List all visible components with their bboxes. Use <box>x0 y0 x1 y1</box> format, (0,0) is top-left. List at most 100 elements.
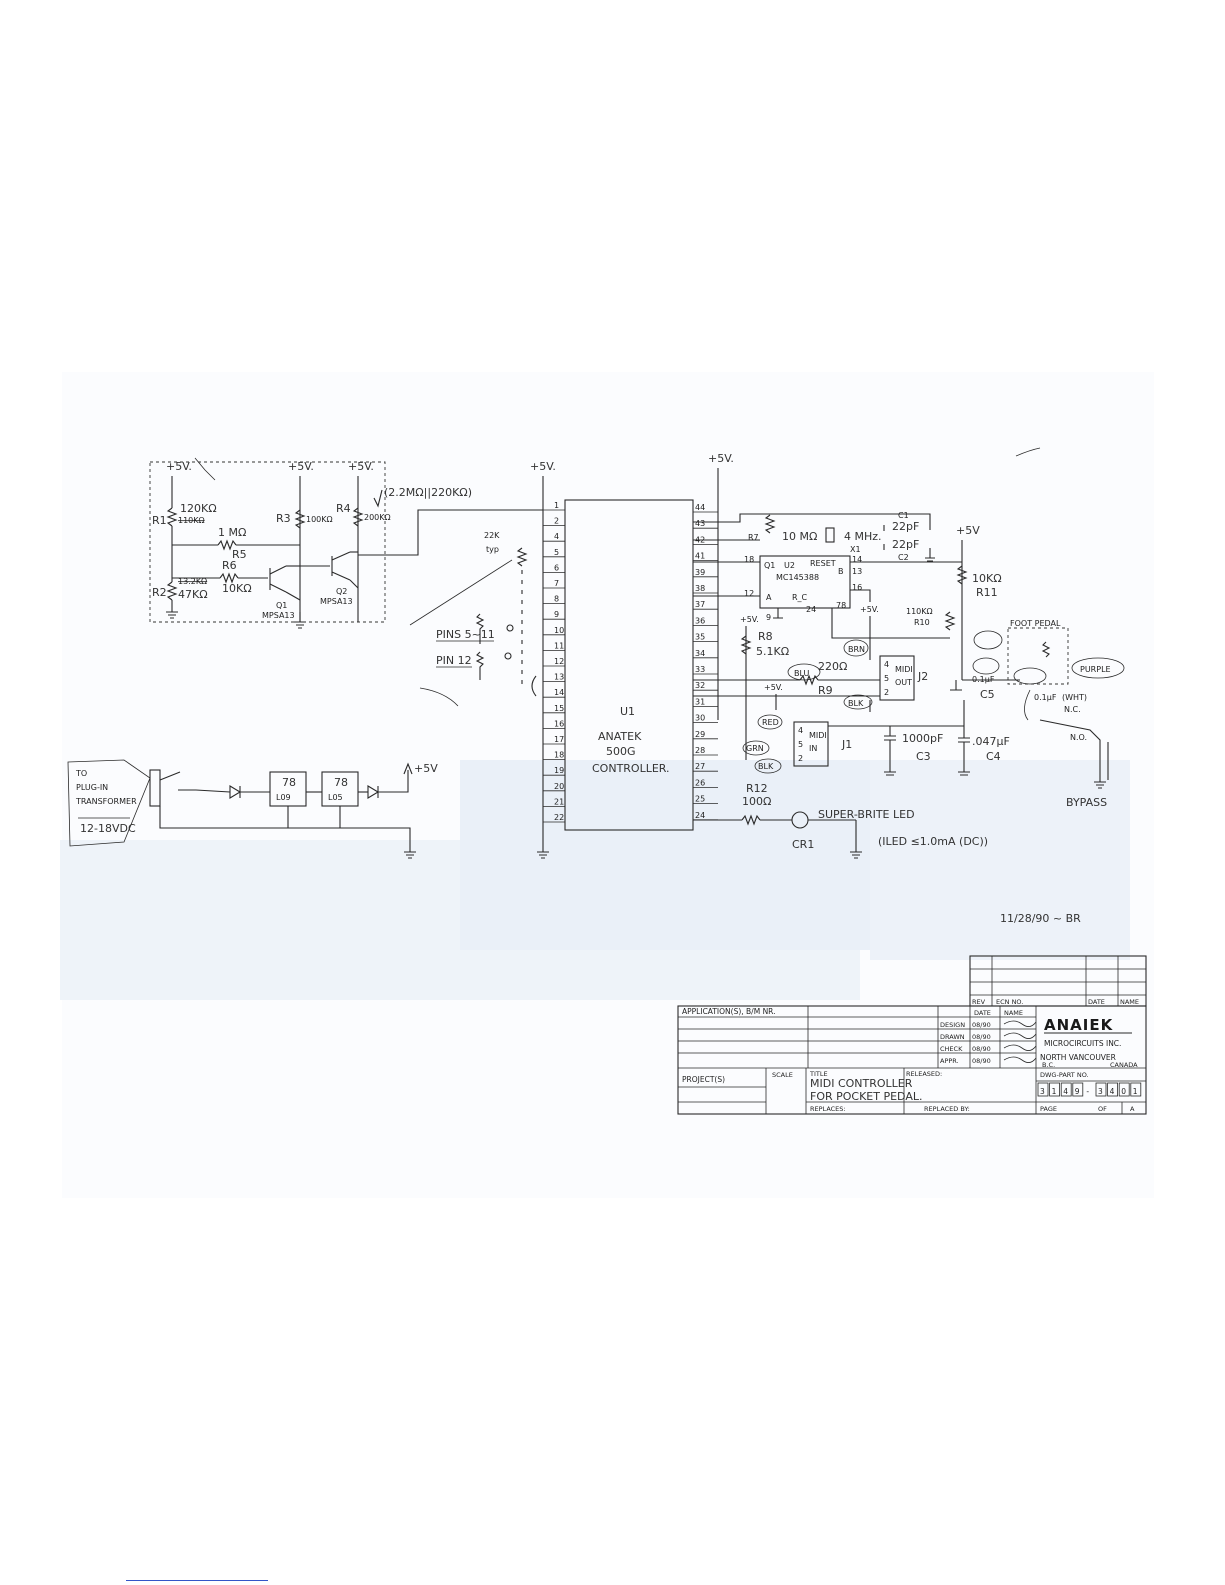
wire-blu: BLU <box>794 669 810 678</box>
resistor-r2 <box>166 581 178 601</box>
u1-pin-number: 4 <box>554 532 559 541</box>
resistor-r8 <box>740 635 752 655</box>
c1-ref: C1 <box>898 511 909 520</box>
resistor-r4 <box>352 507 364 527</box>
q2-ref: Q2 <box>336 587 347 596</box>
dwg-digit: - <box>1086 1087 1089 1096</box>
pin-12-label: PIN 12 <box>436 654 472 667</box>
dwg-digit: 9 <box>1075 1087 1080 1096</box>
r2-value: 47KΩ <box>178 588 208 601</box>
r1-ref: R1 <box>152 514 167 527</box>
signoff-scribble <box>1003 1032 1037 1039</box>
name-col: NAME <box>1120 998 1139 1006</box>
oscillator-section: R7 10 MΩ 4 MHz. X1 C1 22pF 22pF C2 Q1 U2… <box>693 511 962 639</box>
reg1-line2: L09 <box>276 793 291 802</box>
r2-struck-value: 13.2KΩ <box>178 577 207 586</box>
dwg-digit-box <box>1130 1082 1142 1097</box>
c1-value: 22pF <box>892 520 919 533</box>
ground-icon <box>925 557 935 562</box>
dwg-digit: 1 <box>1133 1087 1138 1096</box>
r8-value: 5.1KΩ <box>756 645 789 658</box>
u2-pin-a: A <box>766 593 772 602</box>
ground-icon <box>1094 781 1106 789</box>
company-line-3: B.C. <box>1042 1061 1055 1069</box>
dwg-digit-box <box>1049 1082 1060 1097</box>
x1-ref: X1 <box>850 545 861 554</box>
c4-value: .047μF <box>972 735 1010 748</box>
company-line-4: CANADA <box>1110 1061 1138 1069</box>
power-label-3: TRANSFORMER <box>75 797 137 806</box>
signature: 11/28/90 ~ BR <box>1000 912 1081 925</box>
u1-pin-number: 44 <box>695 503 705 512</box>
u1-pin-number: 30 <box>695 714 705 723</box>
u1-pin-number: 41 <box>695 552 705 561</box>
top-supply-label: +5V. <box>708 452 734 465</box>
r4-ref: R4 <box>336 502 351 515</box>
u2-part: MC145388 <box>776 573 819 582</box>
c6-value: 0.1μF <box>1034 693 1057 702</box>
u1-pin-number: 19 <box>554 766 564 775</box>
u1-supply-label: +5V. <box>530 460 556 473</box>
u1-pin-number: 24 <box>695 811 705 820</box>
resistor-r3 <box>294 509 306 529</box>
u1-pin-number: 28 <box>695 746 705 755</box>
midi-out-connector-j2 <box>879 655 915 701</box>
j1-pin-4: 4 <box>798 726 803 735</box>
pins-5-11-label: PINS 5~11 <box>436 628 495 641</box>
u1-pin-number: 26 <box>695 778 705 787</box>
r5-value: 1 MΩ <box>218 526 246 539</box>
u1-name-2: 500G <box>606 745 636 758</box>
bottom-rule <box>126 1580 268 1581</box>
signoff-role: DRAWN <box>940 1033 965 1041</box>
r2-ref: R2 <box>152 586 167 599</box>
j1-ref: J1 <box>841 738 852 751</box>
r3-value: 100KΩ <box>306 515 333 524</box>
u1-pin-number: 27 <box>695 762 705 771</box>
j1-pin-5: 5 <box>798 740 803 749</box>
u2-pin-78: 78 <box>836 601 846 610</box>
pot-22k <box>516 547 528 567</box>
u1-pin-number: 6 <box>554 563 559 572</box>
u1-pin-number: 38 <box>695 584 705 593</box>
r10-value: 110KΩ <box>906 607 933 616</box>
dwg-digit-box <box>1107 1082 1118 1097</box>
capacitor-c4 <box>958 700 970 772</box>
j1-label-1: MIDI <box>809 731 827 740</box>
c3-ref: C3 <box>916 750 931 763</box>
j2-pin-2: 2 <box>884 688 889 697</box>
u2-pin-24: 24 <box>806 605 816 614</box>
r6-ref: R6 <box>222 559 237 572</box>
power-label-1: TO <box>75 769 87 778</box>
dwg-digit: 1 <box>1052 1087 1057 1096</box>
right-supply-label: +5V <box>956 524 980 537</box>
reg1-line1: 78 <box>282 776 296 789</box>
wht-label: (WHT) <box>1062 693 1087 702</box>
r8-ref: R8 <box>758 630 773 643</box>
resistor-r7 <box>764 514 776 534</box>
power-supply: TO PLUG-IN TRANSFORMER 12-18VDC 78 L09 7… <box>67 759 438 859</box>
pot-typ: typ <box>486 545 499 554</box>
dc-jack <box>149 769 161 807</box>
u2-b: B <box>838 567 844 576</box>
dwg-digit: 3 <box>1098 1087 1103 1096</box>
u1-pin-number: 35 <box>695 633 705 642</box>
purple-wire: PURPLE <box>1080 665 1111 674</box>
u2-pin-18: 18 <box>744 555 754 564</box>
j1-label-2: IN <box>809 744 817 753</box>
u1-pin-number: 31 <box>695 697 705 706</box>
midi-section: +5V. R8 5.1KΩ +5V. 4 5 2 MIDI OUT J2 220… <box>693 605 1010 776</box>
u1-pin-number: 16 <box>554 719 564 728</box>
q1-part: MPSA13 <box>262 611 295 620</box>
u1-pin-number: 1 <box>554 501 559 510</box>
project-label: PROJECT(S) <box>682 1075 725 1084</box>
u2-pin-13: 13 <box>852 567 862 576</box>
u2-chip-body <box>759 555 851 609</box>
r4-value: 200KΩ <box>364 513 391 522</box>
r1-struck-value: 110KΩ <box>178 516 205 525</box>
dwg-digit-box <box>1060 1082 1072 1097</box>
u1-pin-number: 37 <box>695 600 705 609</box>
resistor-r6 <box>219 572 239 584</box>
